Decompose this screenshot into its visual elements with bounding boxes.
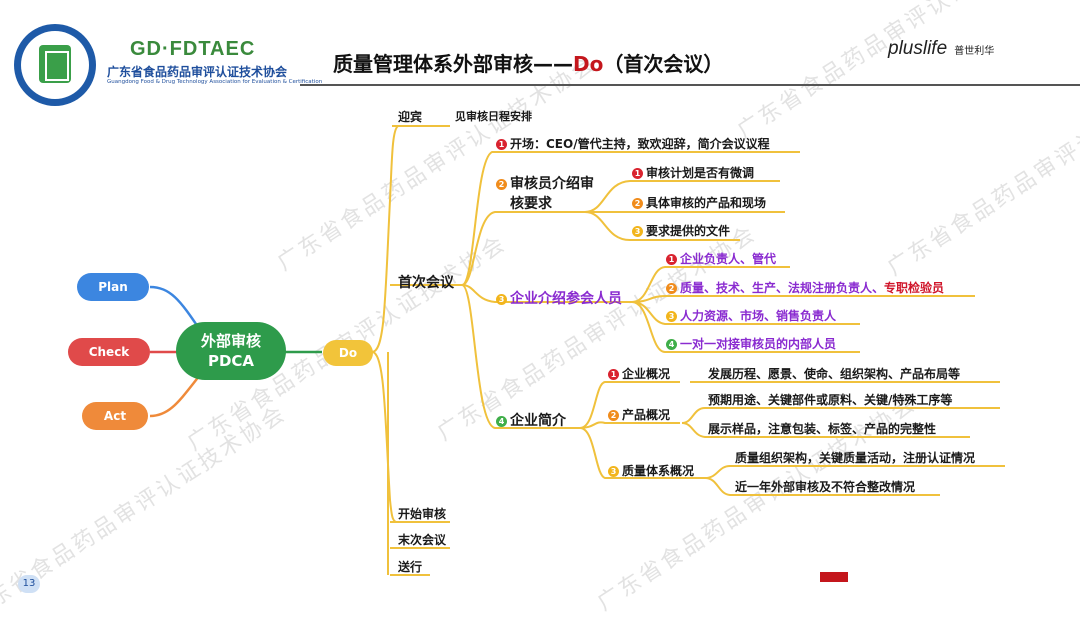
do-node: Do — [323, 340, 373, 366]
page-title-do: Do — [573, 52, 604, 76]
auditor-item-text: 要求提供的文件 — [646, 224, 731, 238]
company-item-highlight: 专职检验员 — [884, 281, 945, 295]
check-node: Check — [68, 338, 150, 366]
number-badge: 3 — [666, 311, 677, 322]
number-badge: 4 — [496, 415, 507, 427]
company-item-text: 人力资源、市场、销售负责人 — [680, 309, 837, 323]
brief-item-label-text: 产品概况 — [622, 408, 671, 422]
start-audit-node: 开始审核 — [398, 507, 447, 521]
org-name-en: Guangdong Food & Drug Technology Associa… — [107, 79, 323, 85]
brand-logo-en: pluslife — [888, 38, 948, 59]
number-badge: 3 — [496, 293, 507, 305]
auditor-item-text: 审核计划是否有微调 — [646, 166, 755, 180]
pdca-center-line1: 外部审核 — [200, 332, 261, 350]
number-badge: 3 — [608, 466, 619, 477]
page-title-post: （首次会议） — [603, 52, 724, 76]
brief-item-label-text: 企业概况 — [622, 367, 671, 381]
brief-item-label-text: 质量体系概况 — [622, 464, 695, 478]
plan-node: Plan — [77, 273, 149, 301]
brief-detail: 预期用途、关键部件或原料、关键/特殊工序等 — [708, 393, 953, 407]
page-title-pre: 质量管理体系外部审核—— — [333, 52, 573, 76]
number-badge: 3 — [632, 226, 643, 237]
company-item-text: 质量、技术、生产、法规注册负责人、 — [680, 281, 885, 295]
title-underline — [300, 84, 1080, 86]
brief-detail: 近一年外部审核及不符合整改情况 — [735, 480, 916, 494]
brand-logo-cn: 普世利华 — [954, 46, 995, 57]
number-badge: 2 — [496, 178, 507, 190]
last-meeting-node: 末次会议 — [398, 533, 447, 547]
act-node: Act — [82, 402, 148, 430]
number-badge: 1 — [608, 369, 619, 380]
company-brief-text: 企业简介 — [510, 413, 566, 429]
page-number: 13 — [18, 575, 40, 593]
first-meeting-node: 首次会议 — [398, 275, 454, 291]
number-badge: 1 — [666, 254, 677, 265]
page-title: 质量管理体系外部审核——Do（首次会议） — [333, 48, 723, 77]
number-badge: 2 — [608, 410, 619, 421]
number-badge: 1 — [632, 168, 643, 179]
pdca-center-node: 外部审核 PDCA — [176, 322, 286, 380]
number-badge: 1 — [496, 139, 507, 150]
pdca-center-line2: PDCA — [207, 352, 255, 370]
auditor-line1: 审核员介绍审 — [510, 176, 594, 192]
brief-detail: 质量组织架构，关键质量活动，注册认证情况 — [735, 451, 976, 465]
org-seal-logo — [14, 24, 96, 106]
mindmap-connectors — [149, 125, 1005, 576]
company-item-text: 企业负责人、管代 — [680, 252, 777, 266]
company-item-text: 一对一对接审核员的内部人员 — [680, 337, 837, 351]
brief-detail: 展示样品，注意包装、标签、产品的完整性 — [708, 422, 937, 436]
farewell-node: 送行 — [398, 560, 423, 574]
org-name-cn: 广东省食品药品审评认证技术协会 — [107, 65, 288, 79]
number-badge: 2 — [632, 198, 643, 209]
brand-logo: pluslife 普世利华 — [888, 38, 994, 60]
number-badge: 4 — [666, 339, 677, 350]
auditor-item-text: 具体审核的产品和现场 — [646, 196, 767, 210]
opening-text: 开场：CEO/管代主持，致欢迎辞，简介会议议程 — [510, 137, 770, 151]
company-intro-text: 企业介绍参会人员 — [510, 291, 622, 307]
welcome-node: 迎宾 — [398, 110, 423, 124]
welcome-note: 见审核日程安排 — [455, 110, 532, 123]
brief-detail: 发展历程、愿景、使命、组织架构、产品布局等 — [708, 367, 961, 381]
auditor-line2: 核要求 — [510, 196, 552, 212]
org-abbr: GD·FDTAEC — [130, 38, 256, 60]
number-badge: 2 — [666, 283, 677, 294]
footer-mark — [820, 572, 848, 582]
